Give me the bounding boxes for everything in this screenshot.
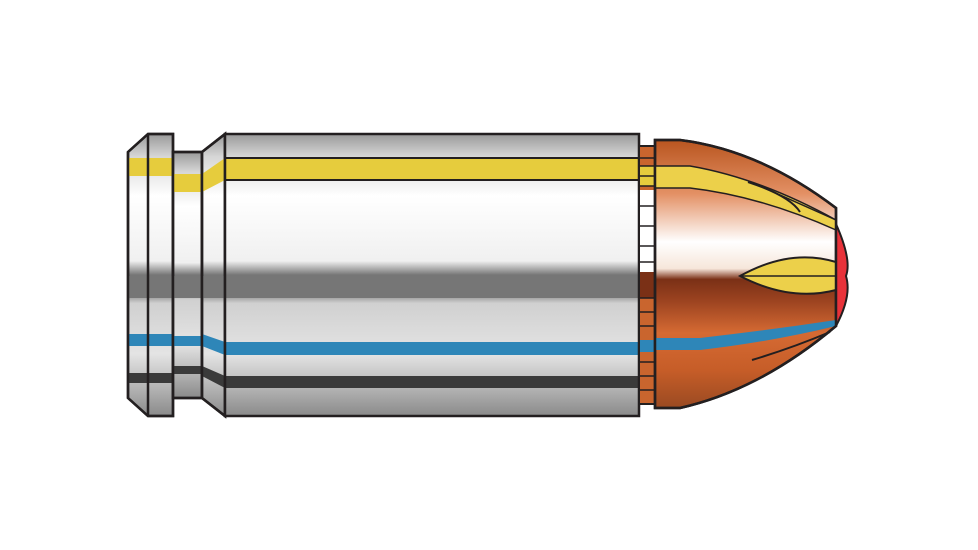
case-mouth — [638, 145, 656, 405]
casing-rim — [126, 132, 175, 418]
casing-bevel — [200, 131, 227, 419]
bullet — [653, 138, 849, 410]
casing-body — [223, 132, 641, 418]
extractor-groove — [171, 150, 204, 400]
